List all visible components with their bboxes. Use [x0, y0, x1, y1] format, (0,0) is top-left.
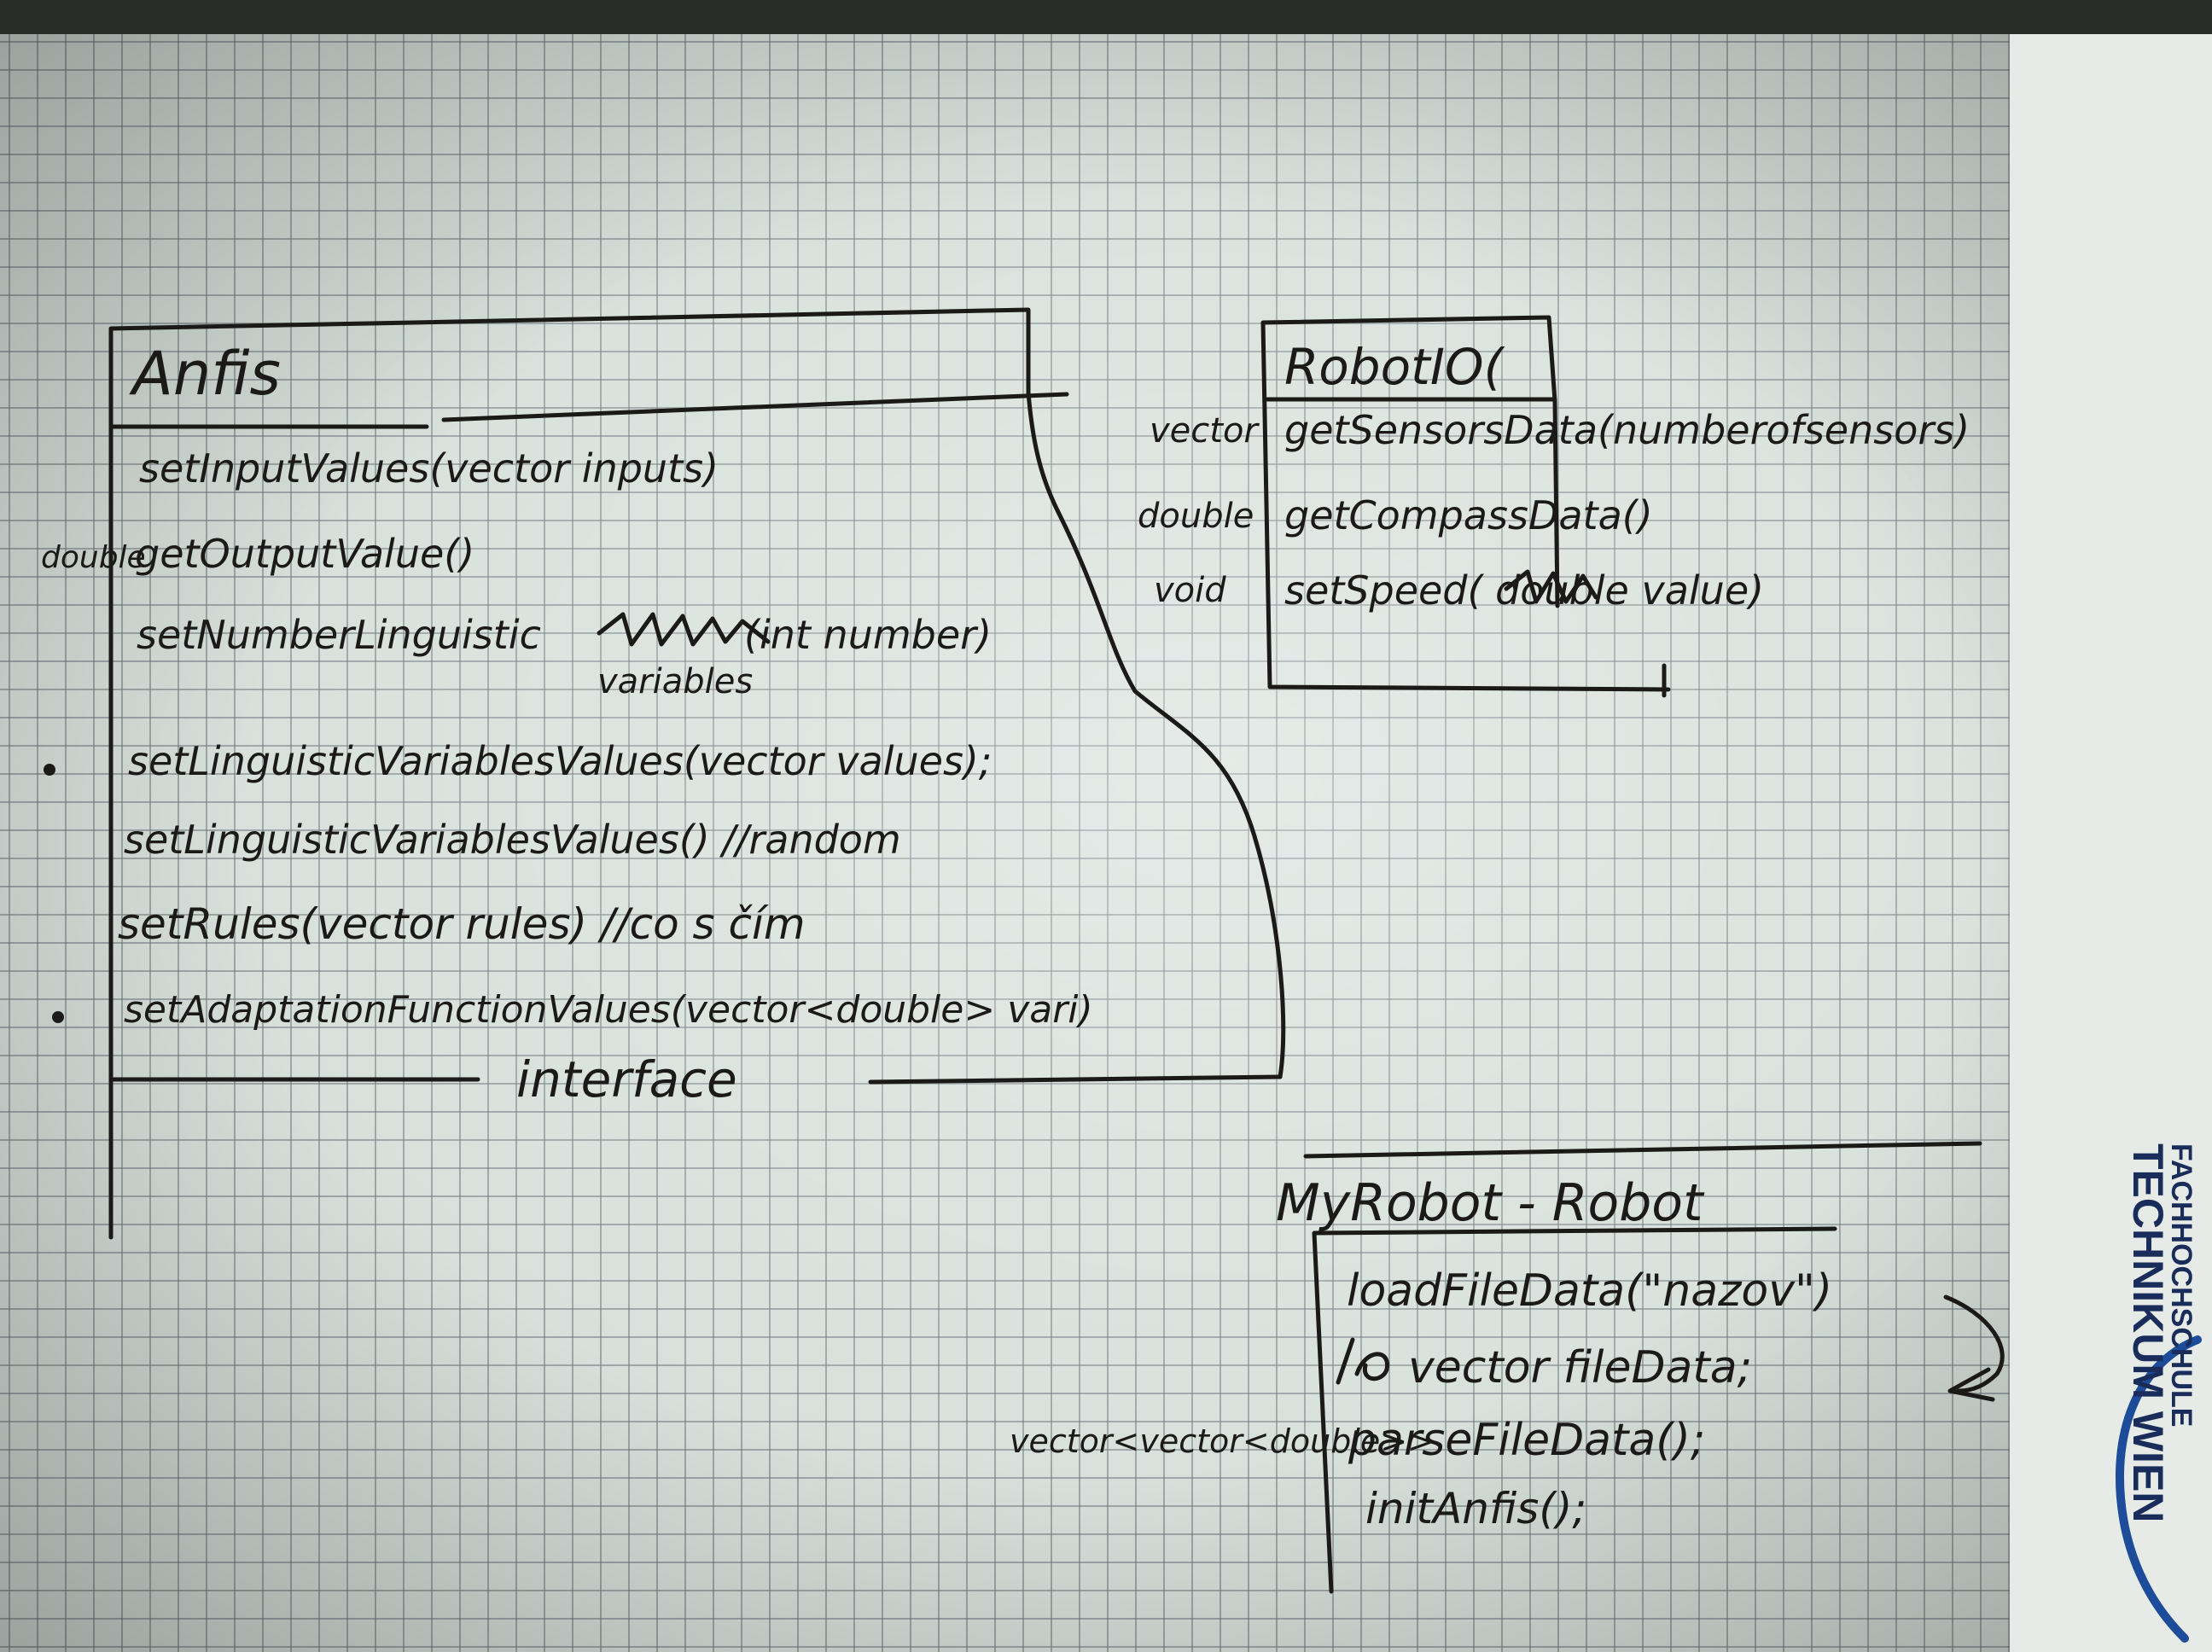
anfis-class-box: Anfis setInputValues(vector inputs) doub… [41, 307, 1286, 1240]
anfis-method-set-adaptation: setAdaptationFunctionValues(vector<doubl… [124, 988, 1093, 1032]
robotio-return-double: double [1138, 497, 1254, 536]
anfis-method-int-number: (int number) [744, 612, 992, 658]
myrobot-scribbled-out-mark [1336, 1337, 1389, 1385]
bullet-dot [52, 1011, 64, 1023]
logo-swoosh [2116, 1335, 2202, 1643]
robotio-return-void: void [1154, 571, 1226, 610]
anfis-title: Anfis [129, 339, 281, 409]
anfis-method-set-number-linguistic: setNumberLinguistic [137, 612, 541, 658]
robotio-method-get-compass: getCompassData() [1284, 492, 1653, 538]
anfis-interface-outline [1026, 390, 1286, 1079]
robotio-title: RobotIO( [1284, 338, 1505, 396]
logo-line-1: FACHHOCHSCHULE [2165, 1143, 2197, 1427]
bullet-dot [44, 764, 55, 776]
anfis-method-set-input: setInputValues(vector inputs) [139, 445, 719, 492]
robotio-box-outline [1260, 315, 1671, 698]
myrobot-box-outline [1303, 1141, 1982, 1594]
myrobot-method-init-anfis: initAnfis(); [1365, 1484, 1586, 1533]
anfis-method-set-linguistic-random: setLinguisticVariablesValues() //random [124, 817, 901, 863]
anfis-method-variables: variables [597, 662, 753, 701]
anfis-method-get-output: getOutputValue() [135, 531, 474, 577]
anfis-scribbled-out-word [597, 612, 771, 647]
myrobot-field-file-data: vector fileData; [1408, 1342, 1752, 1393]
anfis-return-double: double [41, 540, 146, 575]
anfis-box-outline [108, 307, 1283, 1240]
myrobot-return-vector: vector<vector<double>> [1010, 1422, 1435, 1460]
technikum-wien-logo: FACHHOCHSCHULE TECHNIKUM WIEN [2116, 1143, 2202, 1643]
curved-arrow [1943, 1294, 2005, 1402]
myrobot-title: MyRobot - Robot [1276, 1173, 1705, 1233]
logo-line-2: TECHNIKUM WIEN [2124, 1143, 2172, 1522]
myrobot-method-parse-file: parseFileData(); [1348, 1415, 1705, 1466]
robotio-method-get-sensors: getSensorsData(numberofsensors) [1284, 407, 1970, 453]
graph-paper-margin [2010, 34, 2212, 1652]
anfis-title-divider [108, 392, 1069, 429]
robotio-return-vector: vector [1150, 411, 1260, 451]
anfis-method-set-linguistic-values: setLinguisticVariablesValues(vector valu… [128, 738, 992, 784]
anfis-interface-label: interface [516, 1050, 737, 1108]
myrobot-method-load-file: loadFileData("nazov") [1347, 1265, 1832, 1317]
robotio-scribbled-out-word [1504, 569, 1598, 604]
anfis-method-set-rules: setRules(vector rules) //co s čím [118, 899, 806, 949]
graph-paper-sheet [0, 34, 2212, 1652]
robotio-class-box: RobotIO( vector getSensorsData(numberofs… [1138, 315, 1970, 698]
myrobot-class-box: MyRobot - Robot loadFileData("nazov") ve… [1010, 1141, 2005, 1594]
